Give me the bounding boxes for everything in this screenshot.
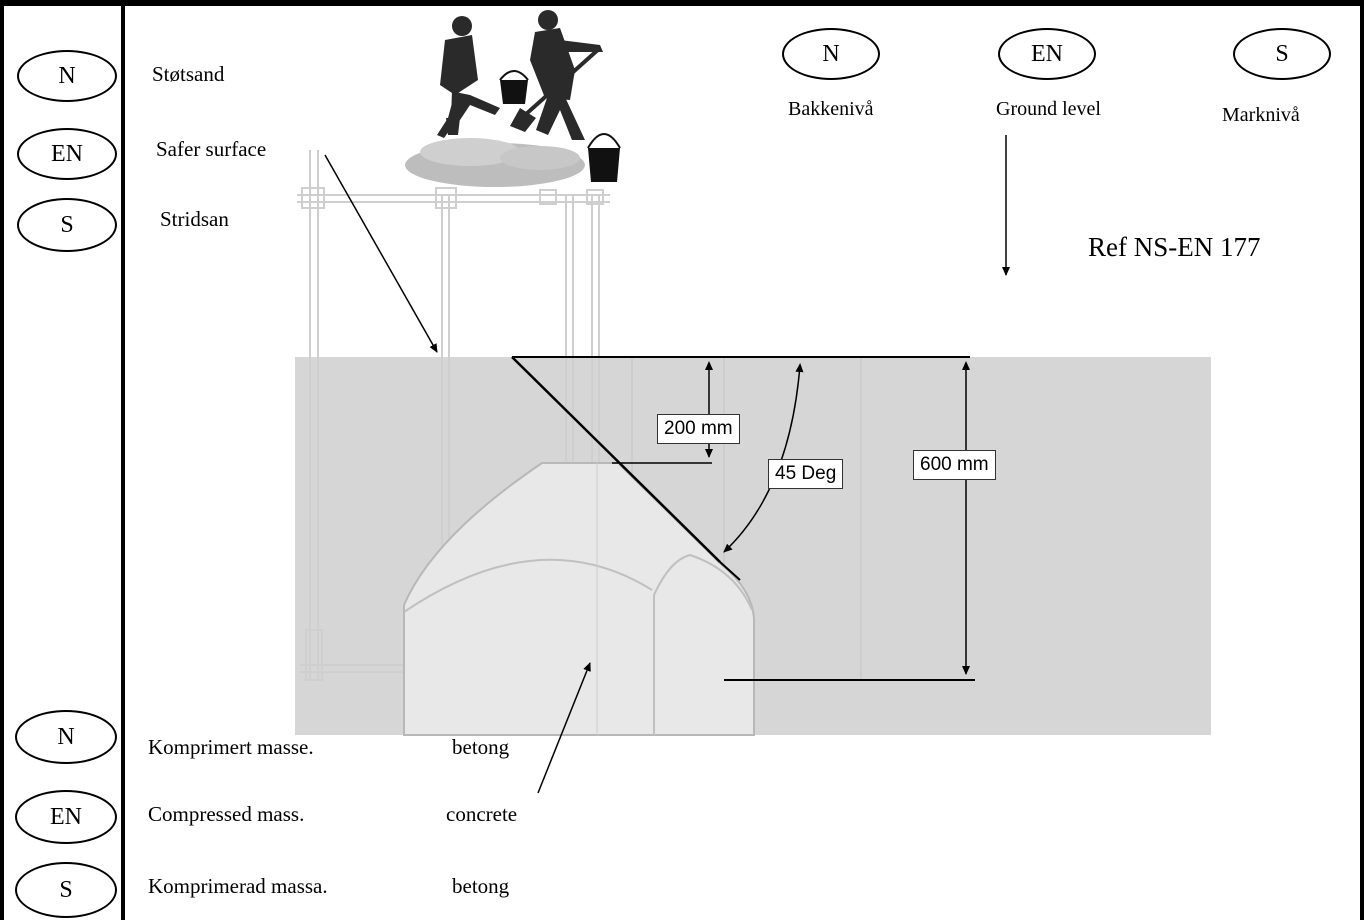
label-safer-surface-no: Støtsand [152, 62, 225, 86]
lang-code-text: EN [1031, 40, 1063, 67]
label-ground-level-se: Marknivå [1222, 104, 1300, 126]
lang-oval-n-top: N [17, 50, 117, 102]
label-compressed-mass-en: Compressed mass. [148, 802, 305, 826]
lang-code-text: N [58, 62, 76, 89]
label-ground-level-no: Bakkenivå [788, 98, 874, 120]
lang-oval-s-bottom: S [15, 862, 117, 918]
workers-shoveling-icon [405, 10, 621, 187]
lang-code-text: EN [51, 140, 83, 167]
lang-oval-en-ground: EN [998, 28, 1096, 80]
label-safer-surface-en: Safer surface [156, 137, 267, 161]
lang-code-text: S [60, 211, 74, 238]
lang-code-text: S [59, 876, 73, 903]
lang-oval-n-bottom: N [15, 710, 117, 764]
lang-code-text: EN [50, 803, 82, 830]
frame-top-border [0, 0, 1364, 6]
lang-code-text: N [57, 723, 75, 750]
lang-oval-en-top: EN [17, 128, 117, 180]
lang-oval-en-bottom: EN [15, 790, 117, 844]
reference-standard: Ref NS-EN 177 [1088, 232, 1261, 262]
label-concrete-no: betong [452, 735, 510, 759]
dimension-45deg: 45 Deg [768, 459, 844, 489]
concrete-foundation [403, 462, 755, 736]
label-concrete-en: concrete [446, 802, 518, 826]
dimension-200mm: 200 mm [657, 414, 740, 444]
foundation-inner-arc [403, 558, 653, 613]
lang-code-text: N [822, 40, 840, 67]
dimension-600mm: 600 mm [913, 450, 996, 480]
frame-column-divider [121, 0, 125, 920]
label-ground-level-en: Ground level [996, 98, 1101, 120]
railing [297, 150, 610, 681]
label-safer-surface-se: Stridsan [160, 207, 229, 231]
foundation-right-lobe [653, 553, 753, 735]
lang-code-text: S [1275, 40, 1289, 67]
label-compressed-mass-no: Komprimert masse. [148, 735, 314, 759]
lang-oval-s-top: S [17, 198, 117, 252]
leader-arrows [324, 135, 1010, 794]
frame-left-border [0, 0, 4, 920]
lang-oval-n-ground: N [782, 28, 880, 80]
label-compressed-mass-se: Komprimerad massa. [148, 874, 328, 898]
label-concrete-se: betong [452, 874, 510, 898]
lang-oval-s-ground: S [1233, 28, 1331, 80]
frame-right-border [1360, 0, 1364, 920]
